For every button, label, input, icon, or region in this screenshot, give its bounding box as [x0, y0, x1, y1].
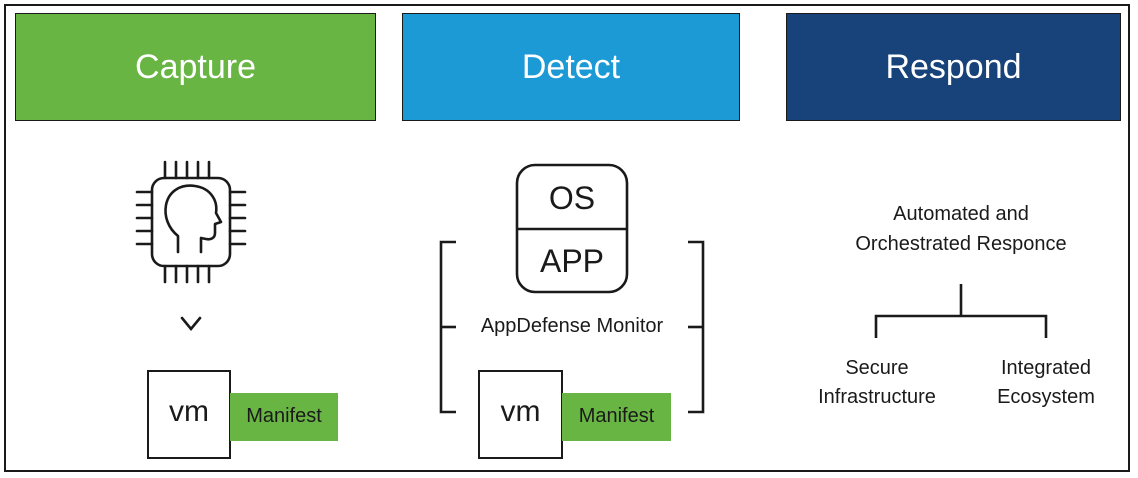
os-app-stack: [515, 163, 629, 294]
detect-manifest-label: Manifest: [578, 405, 655, 427]
capture-header-label: Capture: [135, 47, 256, 86]
capture-manifest-label: Manifest: [246, 405, 322, 427]
response-title-line2: Orchestrated Responce: [855, 233, 1067, 255]
respond-header-label: Respond: [885, 47, 1022, 86]
os-label: OS: [548, 180, 596, 216]
detect-vm-box: [478, 370, 563, 459]
chip-head-icon: [135, 160, 247, 284]
response-title: Automated and Orchestrated Responce: [820, 199, 1102, 259]
appdefense-monitor-label: AppDefense Monitor: [460, 315, 684, 338]
secure-infrastructure-label: Secure Infrastructure: [800, 354, 954, 412]
capture-header: Capture: [15, 13, 376, 121]
integrated-ecosystem-label: Integrated Ecosystem: [968, 354, 1124, 412]
secure-line1: Secure: [845, 357, 909, 379]
respond-header: Respond: [786, 13, 1121, 121]
detect-manifest-box: [562, 393, 671, 441]
detect-header-label: Detect: [521, 47, 621, 86]
app-label: APP: [539, 243, 605, 279]
capture-vm-box: [147, 370, 231, 459]
integrated-line2: Ecosystem: [997, 386, 1095, 408]
integrated-line1: Integrated: [1000, 357, 1092, 379]
response-tree-lines: [874, 284, 1048, 338]
monitor-brackets: [439, 240, 705, 414]
secure-line2: Infrastructure: [818, 386, 936, 408]
chevron-down-icon: [180, 316, 202, 332]
capture-manifest-box: [230, 393, 338, 441]
detect-header: Detect: [402, 13, 740, 121]
capture-vm-label: vm: [169, 395, 209, 428]
detect-vm-label: vm: [500, 395, 541, 428]
response-title-line1: Automated and: [893, 203, 1029, 225]
